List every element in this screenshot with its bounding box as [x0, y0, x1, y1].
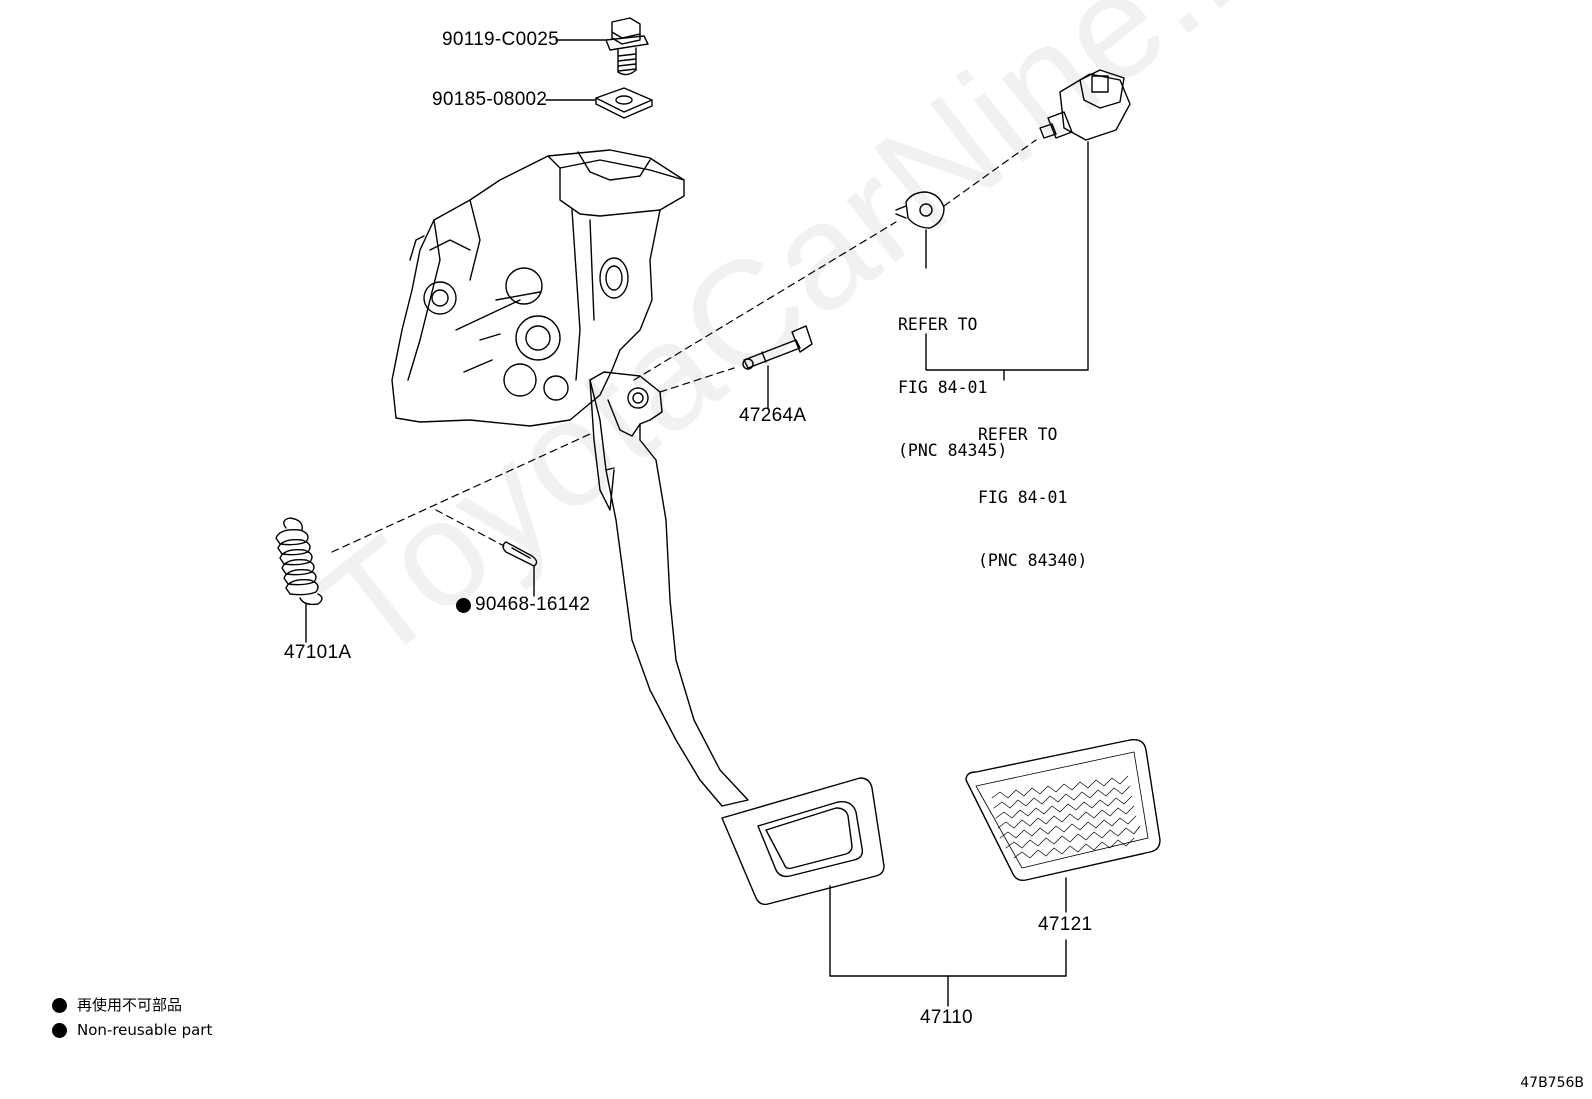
stop-lamp-switch-illustration	[1039, 69, 1131, 141]
part-label-spring[interactable]: 47101A	[284, 642, 352, 663]
part-label-nut[interactable]: 90185-08002	[432, 89, 548, 110]
part-label-clip: 90468-16142	[475, 594, 591, 615]
cushion-illustration	[895, 191, 945, 229]
bolt-illustration	[555, 17, 649, 76]
legend-japanese-text: 再使用不可部品	[77, 996, 183, 1014]
clevis-pin-illustration	[742, 325, 813, 370]
bullet-icon	[52, 997, 67, 1013]
pedal-arm-illustration	[589, 371, 749, 807]
ref-line: (PNC 84340)	[978, 551, 1088, 570]
part-label-pedal-pad[interactable]: 47121	[1038, 914, 1093, 935]
legend-english-text: Non-reusable part	[77, 1021, 213, 1039]
illustration-code: 47B756B	[1520, 1075, 1584, 1091]
ref-line: REFER TO	[898, 315, 978, 334]
ref-note-84345[interactable]: REFER TO FIG 84-01 (PNC 84345)	[898, 272, 1007, 503]
legend-japanese: 再使用不可部品	[52, 995, 182, 1015]
ref-line: REFER TO	[978, 425, 1058, 444]
brake-pedal-pad-illustration	[721, 777, 885, 906]
non-reusable-dot-icon	[456, 597, 471, 613]
ref-note-84340[interactable]: REFER TO FIG 84-01 (PNC 84340)	[978, 382, 1087, 613]
legend-english: Non-reusable part	[52, 1020, 212, 1040]
ref-line: FIG 84-01	[898, 378, 988, 397]
clip-illustration	[502, 541, 538, 567]
nut-illustration	[545, 87, 653, 119]
bullet-icon	[52, 1022, 67, 1038]
pedal-bracket-illustration	[391, 149, 685, 427]
pedal-pad-47121-illustration	[965, 739, 1161, 882]
ref-line: FIG 84-01	[978, 488, 1068, 507]
part-label-pedal-assy[interactable]: 47110	[920, 1007, 973, 1028]
ref-line: (PNC 84345)	[898, 441, 1008, 460]
part-label-clip-row[interactable]: 90468-16142	[456, 595, 590, 615]
part-label-bolt[interactable]: 90119-C0025	[442, 29, 560, 50]
return-spring-illustration	[275, 517, 323, 606]
part-label-pin[interactable]: 47264A	[739, 405, 807, 426]
